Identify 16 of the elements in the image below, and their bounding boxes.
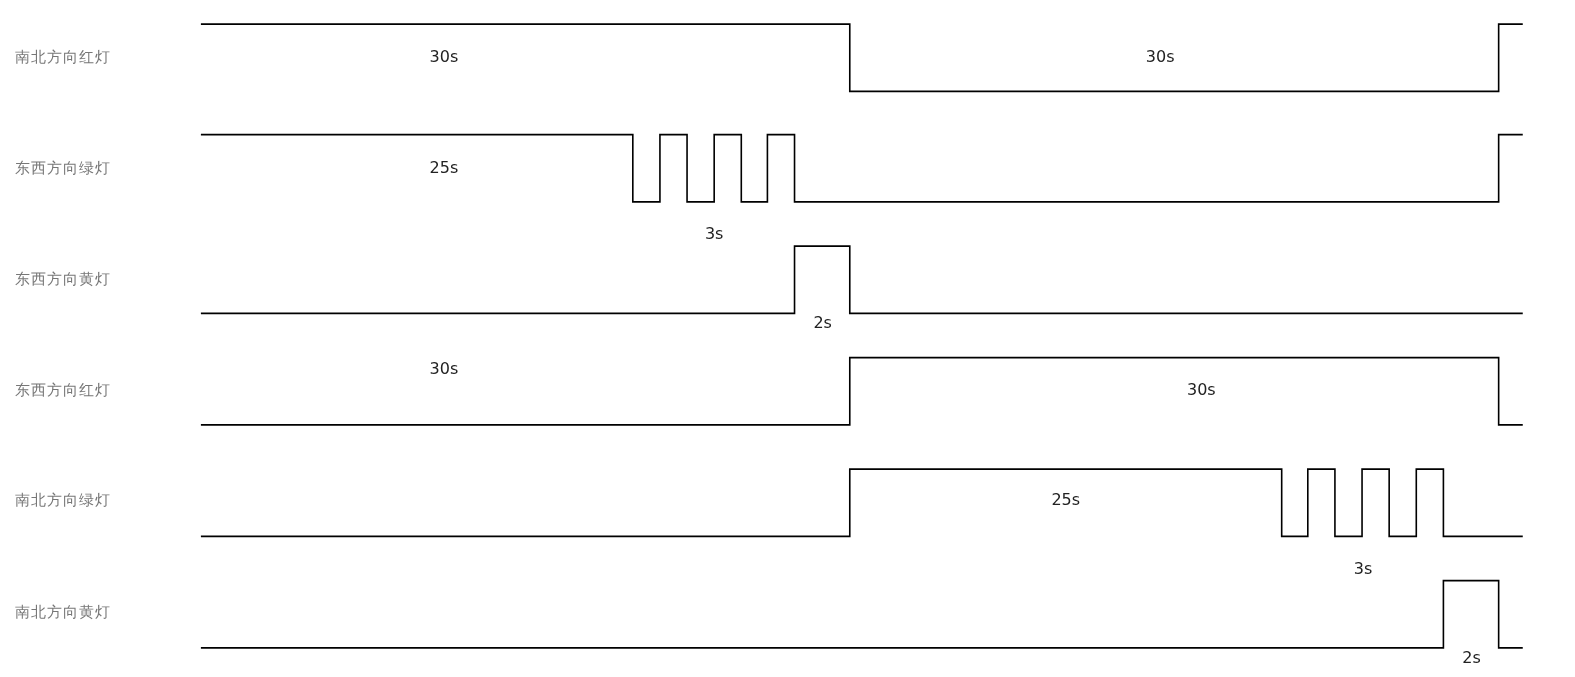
duration-label: 30s	[1187, 381, 1216, 398]
duration-label: 3s	[704, 226, 724, 243]
duration-label: 30s	[429, 49, 459, 66]
signal-name: 南北方向黄灯	[15, 604, 112, 620]
signal-name: 南北方向绿灯	[15, 492, 112, 508]
duration-label: 30s	[429, 360, 459, 377]
duration-label: 30s	[1145, 49, 1175, 66]
signal-name: 东西方向黄灯	[15, 271, 112, 287]
signal-name: 东西方向红灯	[15, 382, 112, 398]
signal-name: 南北方向红灯	[15, 49, 112, 65]
signal-name: 东西方向绿灯	[15, 160, 112, 176]
duration-label: 25s	[429, 159, 459, 176]
duration-label: 2s	[1462, 649, 1481, 666]
duration-label: 2s	[813, 315, 832, 332]
duration-label: 3s	[1353, 560, 1373, 577]
duration-label: 25s	[1051, 492, 1081, 509]
